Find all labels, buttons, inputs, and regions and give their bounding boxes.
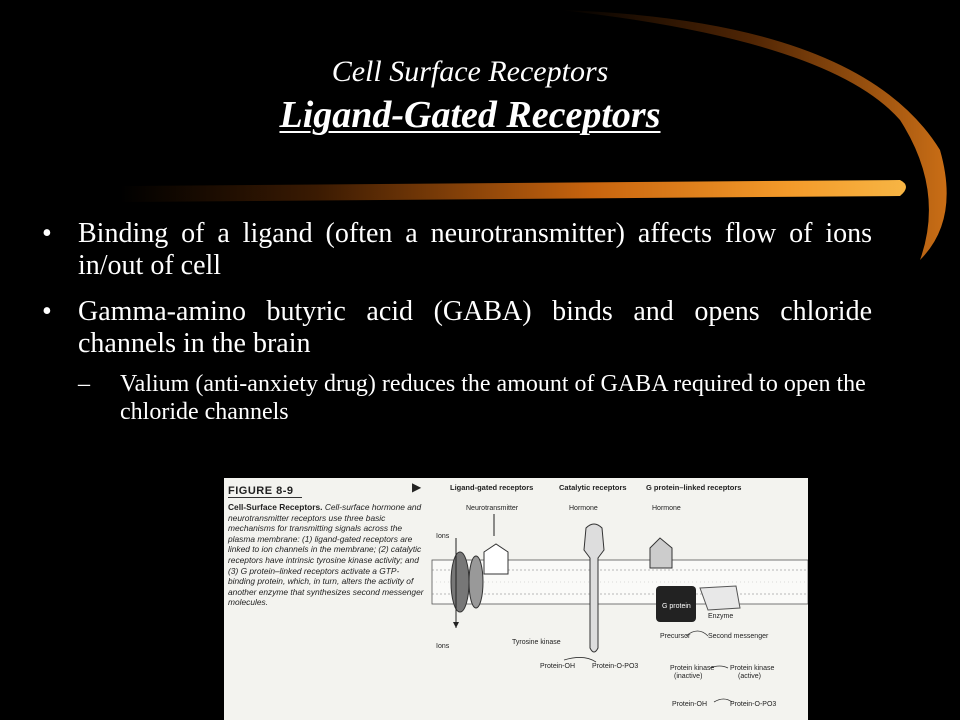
label-protein-oh-2: Protein-OH bbox=[672, 701, 707, 708]
title-block: Cell Surface Receptors Ligand-Gated Rece… bbox=[0, 52, 940, 138]
sub-bullet-marker: – bbox=[78, 371, 90, 397]
sub-bullet-text: Valium (anti-anxiety drug) reduces the a… bbox=[120, 371, 866, 425]
label-second-messenger: Second messenger bbox=[708, 633, 769, 640]
header-g-protein: G protein–linked receptors bbox=[646, 483, 741, 492]
header-catalytic: Catalytic receptors bbox=[559, 483, 627, 492]
figure-caption-body: Cell-surface hormone and neurotransmitte… bbox=[228, 502, 424, 608]
label-protein-kinase-inactive: Protein kinase bbox=[670, 665, 714, 672]
figure-caption-title: Cell-Surface Receptors. bbox=[228, 502, 323, 512]
label-tyrosine-kinase: Tyrosine kinase bbox=[512, 639, 561, 646]
bullet-text: Binding of a ligand (often a neurotransm… bbox=[78, 218, 872, 281]
label-g-protein: G protein bbox=[662, 603, 691, 610]
slide-title: Cell Surface Receptors bbox=[331, 55, 609, 88]
figure-caption-block: FIGURE 8-9 Cell-Surface Receptors. Cell-… bbox=[228, 481, 424, 608]
label-active: (active) bbox=[738, 673, 761, 680]
play-arrow-icon: ▶ bbox=[412, 480, 422, 494]
receptor-diagram: Ligand-gated receptors Catalytic recepto… bbox=[431, 483, 808, 708]
bullet-marker: • bbox=[42, 296, 52, 327]
catalytic-receptor bbox=[583, 523, 605, 653]
bullet-list: • Binding of a ligand (often a neurotran… bbox=[42, 218, 872, 426]
label-ions-bottom: Ions bbox=[436, 643, 450, 650]
header-ligand-gated: Ligand-gated receptors bbox=[450, 483, 533, 492]
enzyme-shape bbox=[699, 585, 741, 611]
slide-subtitle: Ligand-Gated Receptors bbox=[279, 94, 661, 136]
receptor-figure: FIGURE 8-9 Cell-Surface Receptors. Cell-… bbox=[224, 478, 808, 720]
label-hormone-gprotein: Hormone bbox=[652, 505, 681, 512]
neurotransmitter-receptor bbox=[483, 543, 509, 575]
g-protein-block bbox=[656, 586, 696, 622]
label-protein-opo3-2: Protein-O-PO3 bbox=[730, 701, 776, 708]
label-protein-opo3-1: Protein-O-PO3 bbox=[592, 663, 638, 670]
label-protein-kinase-active: Protein kinase bbox=[730, 665, 774, 672]
label-inactive: (inactive) bbox=[674, 673, 702, 680]
g-protein-receptor bbox=[649, 537, 673, 569]
label-neurotransmitter: Neurotransmitter bbox=[466, 505, 519, 512]
label-protein-oh-1: Protein-OH bbox=[540, 663, 575, 670]
bullet-item: • Gamma-amino butyric acid (GABA) binds … bbox=[42, 296, 872, 360]
title-swoosh-decoration bbox=[120, 10, 947, 260]
label-ions-top: Ions bbox=[436, 533, 450, 540]
sub-bullet-item: – Valium (anti-anxiety drug) reduces the… bbox=[78, 370, 872, 426]
label-hormone-catalytic: Hormone bbox=[569, 505, 598, 512]
bullet-marker: • bbox=[42, 218, 52, 249]
ion-channel bbox=[450, 538, 484, 628]
label-precursor: Precursor bbox=[660, 633, 691, 640]
figure-caption: Cell-Surface Receptors. Cell-surface hor… bbox=[228, 502, 424, 608]
bullet-text: Gamma-amino butyric acid (GABA) binds an… bbox=[78, 296, 872, 359]
bullet-item: • Binding of a ligand (often a neurotran… bbox=[42, 218, 872, 282]
label-enzyme: Enzyme bbox=[708, 613, 733, 620]
figure-label: FIGURE 8-9 bbox=[228, 485, 302, 498]
